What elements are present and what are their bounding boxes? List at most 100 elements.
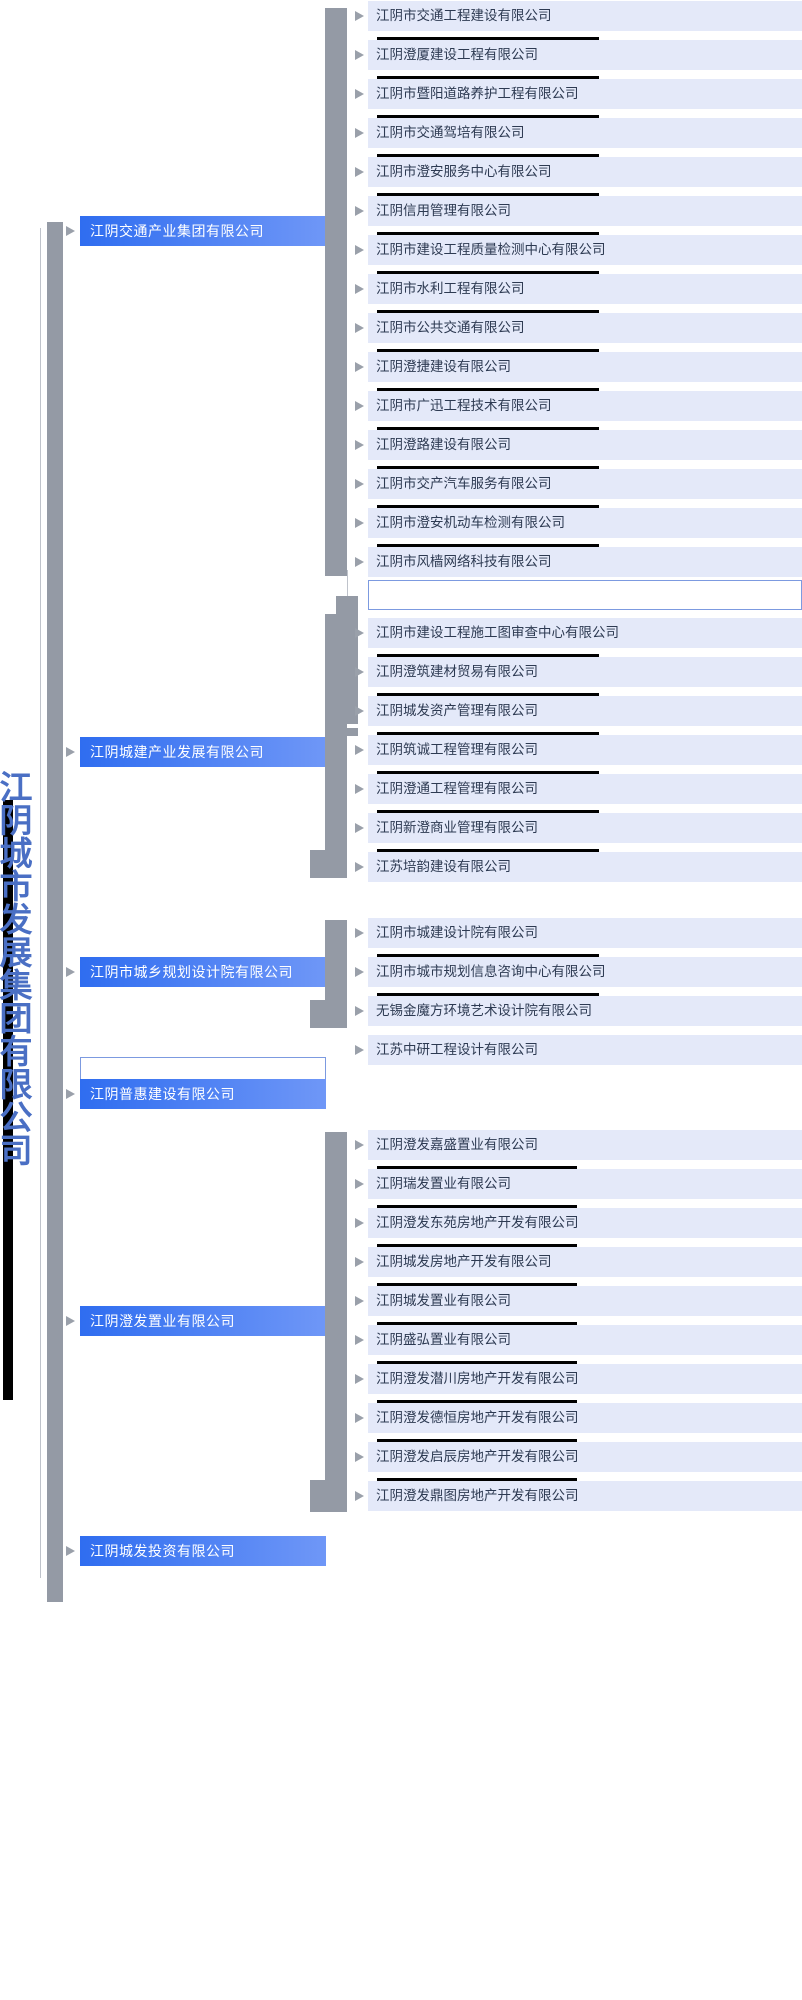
spine-guihua (325, 920, 347, 1028)
leaf-node[interactable]: 江阴市交产汽车服务有限公司 (368, 469, 802, 499)
leaf-node[interactable]: 江阴市广迅工程技术有限公司 (368, 391, 802, 421)
leaf-node[interactable]: 江阴市澄安机动车检测有限公司 (368, 508, 802, 538)
arrow-leaf-g2-4 (355, 784, 364, 794)
leaf-node[interactable]: 江阴市交通驾培有限公司 (368, 118, 802, 148)
spine-guihua-foot (310, 1000, 326, 1028)
arrow-leaf-g5-1 (355, 1179, 364, 1189)
arrow-leaf-g1-7 (355, 284, 364, 294)
leaf-node[interactable]: 江阴城发资产管理有限公司 (368, 696, 802, 726)
arrow-leaf-g2-6 (355, 862, 364, 872)
leaf-node[interactable]: 江阴澄通工程管理有限公司 (368, 774, 802, 804)
spine-chengfa-foot (310, 1480, 326, 1512)
spine-jiaotong-stub-b (345, 700, 358, 724)
arrow-leaf-g3-3 (355, 1045, 364, 1055)
leaf-node[interactable]: 江阴市公共交通有限公司 (368, 313, 802, 343)
leaf-node[interactable]: 江阴市建设工程施工图审查中心有限公司 (368, 618, 802, 648)
spine-chengjian-foot (310, 850, 326, 878)
leaf-node[interactable]: 江苏培韵建设有限公司 (368, 852, 802, 882)
leaf-node[interactable]: 江阴市暨阳道路养护工程有限公司 (368, 79, 802, 109)
leaf-node[interactable]: 江阴澄发启辰房地产开发有限公司 (368, 1442, 802, 1472)
arrow-leaf-g5-6 (355, 1374, 364, 1384)
leaf-node[interactable]: 江阴澄厦建设工程有限公司 (368, 40, 802, 70)
root-node-label: 江阴城市发展集团有限公司 (0, 770, 32, 1166)
arrow-leaf-g1-10 (355, 401, 364, 411)
arrow-leaf-g1-9 (355, 362, 364, 372)
arrow-to-jiaotong (66, 226, 75, 236)
spine-chengfa (325, 1132, 347, 1512)
leaf-node[interactable]: 江阴澄发潜川房地产开发有限公司 (368, 1364, 802, 1394)
arrow-leaf-g5-7 (355, 1413, 364, 1423)
arrow-to-chengfa-touzi (66, 1546, 75, 1556)
arrow-to-chengjian (66, 747, 75, 757)
spine-jiaotong-stub-c (345, 728, 358, 736)
leaf-node[interactable]: 江阴筑诚工程管理有限公司 (368, 735, 802, 765)
arrow-leaf-g5-4 (355, 1296, 364, 1306)
leaf-node[interactable]: 江阴新澄商业管理有限公司 (368, 813, 802, 843)
level1-node-chengjian[interactable]: 江阴城建产业发展有限公司 (80, 737, 326, 767)
arrow-leaf-g5-9 (355, 1491, 364, 1501)
spine-chengjian (325, 614, 347, 878)
arrow-leaf-g5-8 (355, 1452, 364, 1462)
spine-jiaotong-upper (325, 8, 347, 576)
arrow-leaf-g1-4 (355, 167, 364, 177)
leaf-node[interactable]: 江阴市城建设计院有限公司 (368, 918, 802, 948)
leaf-node[interactable]: 江阴市建设工程质量检测中心有限公司 (368, 235, 802, 265)
leaf-node[interactable]: 江阴澄路建设有限公司 (368, 430, 802, 460)
arrow-leaf-g1-5 (355, 206, 364, 216)
leaf-node[interactable]: 江阴市交通工程建设有限公司 (368, 1, 802, 31)
arrow-leaf-g1-3 (355, 128, 364, 138)
leaf-node[interactable]: 江阴城发房地产开发有限公司 (368, 1247, 802, 1277)
arrow-leaf-g2-0 (355, 628, 364, 638)
arrow-leaf-g1-0 (355, 11, 364, 21)
root-stub-jiaotong (47, 222, 63, 572)
arrow-leaf-g1-12 (355, 479, 364, 489)
leaf-node[interactable]: 江阴澄发东苑房地产开发有限公司 (368, 1208, 802, 1238)
leaf-node[interactable]: 江阴城发置业有限公司 (368, 1286, 802, 1316)
leaf-node[interactable]: 江阴澄筑建材贸易有限公司 (368, 657, 802, 687)
leaf-node[interactable]: 江阴市水利工程有限公司 (368, 274, 802, 304)
leaf-node[interactable]: 江阴澄发德恒房地产开发有限公司 (368, 1403, 802, 1433)
arrow-leaf-g2-1 (355, 667, 364, 677)
leaf-node[interactable]: 无锡金魔方环境艺术设计院有限公司 (368, 996, 802, 1026)
arrow-leaf-g3-1 (355, 967, 364, 977)
root-stub-chengfa-touzi (47, 1536, 63, 1566)
arrow-to-puhui (66, 1089, 75, 1099)
leaf-node[interactable]: 江阴澄捷建设有限公司 (368, 352, 802, 382)
leaf-node-empty[interactable] (368, 580, 802, 610)
root-trunk (47, 572, 63, 1602)
arrow-leaf-g1-14 (355, 557, 364, 567)
arrow-leaf-g5-5 (355, 1335, 364, 1345)
leaf-node[interactable]: 江阴澄发鼎图房地产开发有限公司 (368, 1481, 802, 1511)
arrow-leaf-g2-3 (355, 745, 364, 755)
level1-node-chengfa-touzi[interactable]: 江阴城发投资有限公司 (80, 1536, 326, 1566)
leaf-node[interactable]: 江阴信用管理有限公司 (368, 196, 802, 226)
arrow-leaf-g3-2 (355, 1006, 364, 1016)
arrow-to-chengfa (66, 1316, 75, 1326)
level1-node-puhui[interactable]: 江阴普惠建设有限公司 (80, 1079, 326, 1109)
leaf-node[interactable]: 江阴澄发嘉盛置业有限公司 (368, 1130, 802, 1160)
arrow-leaf-g5-3 (355, 1257, 364, 1267)
arrow-leaf-g1-11 (355, 440, 364, 450)
root-underline-bar (3, 800, 13, 1400)
root-trunk-hairline (40, 228, 41, 1578)
level1-node-chengfa[interactable]: 江阴澄发置业有限公司 (80, 1306, 326, 1336)
arrow-leaf-g1-2 (355, 89, 364, 99)
arrow-leaf-g3-0 (355, 928, 364, 938)
leaf-node[interactable]: 江阴市澄安服务中心有限公司 (368, 157, 802, 187)
arrow-leaf-g2-5 (355, 823, 364, 833)
spine-jiaotong-hairline (347, 570, 348, 602)
level1-node-jiaotong[interactable]: 江阴交通产业集团有限公司 (80, 216, 326, 246)
level1-node-guihua[interactable]: 江阴市城乡规划设计院有限公司 (80, 957, 326, 987)
leaf-node[interactable]: 江苏中研工程设计有限公司 (368, 1035, 802, 1065)
arrow-leaf-g5-2 (355, 1218, 364, 1228)
leaf-node[interactable]: 江阴市城市规划信息咨询中心有限公司 (368, 957, 802, 987)
leaf-node[interactable]: 江阴市风樯网络科技有限公司 (368, 547, 802, 577)
leaf-node[interactable]: 江阴瑞发置业有限公司 (368, 1169, 802, 1199)
arrow-leaf-g1-6 (355, 245, 364, 255)
leaf-node[interactable]: 江阴盛弘置业有限公司 (368, 1325, 802, 1355)
arrow-leaf-g2-2 (355, 706, 364, 716)
arrow-leaf-g1-8 (355, 323, 364, 333)
arrow-leaf-g1-1 (355, 50, 364, 60)
arrow-to-guihua (66, 967, 75, 977)
